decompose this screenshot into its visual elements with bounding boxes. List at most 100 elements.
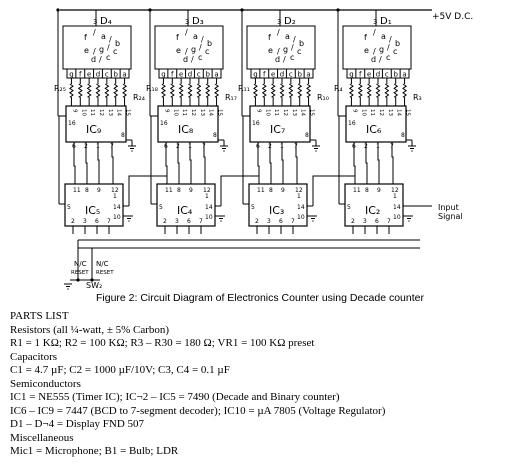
decoder-pin-12: 12 xyxy=(282,109,288,116)
segment-pin-f: f xyxy=(171,71,174,79)
decoder-pin-8: 8 xyxy=(305,132,309,139)
capacitors-heading: Capacitors xyxy=(10,350,58,363)
switch-label: SW₂ xyxy=(86,281,102,290)
decoder-pin-11: 11 xyxy=(369,109,375,116)
counter-pin-9: 9 xyxy=(281,187,285,194)
decoder-pin-13: 13 xyxy=(199,109,205,116)
figure-caption: Figure 2: Circuit Diagram of Electronics… xyxy=(96,292,424,304)
segment-pin-f: f xyxy=(79,71,82,79)
segment-divider: / xyxy=(93,47,96,56)
cascade-wire xyxy=(312,175,356,206)
segment-resistor xyxy=(196,83,202,98)
bcd-wire xyxy=(365,152,368,184)
counter-pin-9: 9 xyxy=(377,187,381,194)
decoder-pin-9: 9 xyxy=(351,109,357,113)
counter-pin-1: 1 xyxy=(297,193,301,200)
display-D₂ xyxy=(246,25,316,70)
decoder-pin-12: 12 xyxy=(98,109,104,116)
decoder-label: IC₆ xyxy=(366,123,382,136)
capacitors-values: C1 = 4.7 µF; C2 = 1000 µF/10V; C3, C4 = … xyxy=(10,364,230,376)
bcd-wire xyxy=(177,152,180,184)
segment-divider: / xyxy=(389,35,392,44)
segment-resistor xyxy=(86,83,92,98)
decoder-pin-13: 13 xyxy=(107,109,113,116)
segment-a: a xyxy=(101,32,106,41)
segment-resistor xyxy=(279,83,285,98)
decoder-pin-16: 16 xyxy=(68,120,76,127)
segment-resistor xyxy=(393,83,399,98)
decoder-pin-9: 9 xyxy=(163,109,169,113)
segment-pin-a: a xyxy=(306,71,310,79)
semiconductors-line-1: IC1 = NE555 (Timer IC); IC¬2 – IC5 = 749… xyxy=(10,391,340,403)
input-label: Input xyxy=(438,203,459,212)
decoder-IC₆ xyxy=(345,105,407,143)
segment-resistor xyxy=(122,83,128,98)
semiconductors-heading: Semiconductors xyxy=(10,377,81,390)
counter-IC₄ xyxy=(156,183,216,227)
counter-pin-1: 1 xyxy=(205,193,209,200)
decoder-IC₈ xyxy=(157,105,219,143)
segment-resistor xyxy=(270,83,276,98)
segment-g: g xyxy=(99,45,104,54)
segment-a: a xyxy=(193,32,198,41)
segment-divider: / xyxy=(283,55,286,64)
segment-pin-d: d xyxy=(280,71,284,79)
semiconductors-line-2: IC6 – IC9 = 7447 (BCD to 7-segment decod… xyxy=(10,404,386,417)
segment-divider: / xyxy=(93,28,96,37)
segment-resistor xyxy=(205,83,211,98)
segment-resistor xyxy=(169,83,175,98)
counter-pin-14: 14 xyxy=(205,204,213,211)
decoder-label: IC₈ xyxy=(178,123,194,136)
segment-divider: / xyxy=(293,35,296,44)
resistors-values: R1 = 1 KΩ; R2 = 100 KΩ; R3 – R30 = 180 Ω… xyxy=(10,337,315,349)
counter-pin-12: 12 xyxy=(111,187,119,194)
decoder-IC₉ xyxy=(65,105,127,143)
segment-pin-d: d xyxy=(96,71,100,79)
segment-c-label: c xyxy=(386,53,390,62)
segment-pin-c: c xyxy=(105,71,109,79)
segment-c-label: c xyxy=(106,53,110,62)
segment-f: f xyxy=(268,33,271,42)
counter-pin-11: 11 xyxy=(73,187,81,194)
resistor-label-left: R₂₅ xyxy=(54,84,66,93)
segment-divider: / xyxy=(185,47,188,56)
counter-pin-14: 14 xyxy=(393,204,401,211)
segment-d: d xyxy=(371,55,376,64)
segment-divider: / xyxy=(199,43,202,52)
resistor-label-left: R₁₈ xyxy=(146,84,158,93)
bcd-wire xyxy=(257,152,260,184)
bcd-wire xyxy=(165,152,168,184)
decoder-pin-11: 11 xyxy=(89,109,95,116)
counter-pin-2: 2 xyxy=(71,218,75,225)
junction-dot xyxy=(76,278,80,282)
counter-pin-1: 1 xyxy=(113,193,117,200)
display-label: D₃ xyxy=(192,16,204,27)
input-label: Signal xyxy=(438,212,463,221)
segment-pin-e: e xyxy=(179,71,183,79)
counter-pin-6: 6 xyxy=(375,218,379,225)
segment-pin-e: e xyxy=(87,71,91,79)
segment-resistor xyxy=(375,83,381,98)
resistor-label-right: R₂₄ xyxy=(133,93,145,102)
counter-pin-8: 8 xyxy=(85,187,89,194)
counter-pin-7: 7 xyxy=(291,218,295,225)
counter-pin-9: 9 xyxy=(97,187,101,194)
decoder-pin-15: 15 xyxy=(309,109,315,116)
display-label: D₄ xyxy=(100,16,112,27)
segment-c: c xyxy=(393,47,397,56)
segment-f: f xyxy=(364,33,367,42)
segment-resistor xyxy=(366,83,372,98)
switch-reset-right: RESET xyxy=(96,270,114,276)
segment-divider: / xyxy=(201,35,204,44)
miscellaneous-values: Mic1 = Microphone; B1 = Bulb; LDR xyxy=(10,445,179,457)
decoder-pin-14: 14 xyxy=(116,109,122,116)
counter-pin-2: 2 xyxy=(351,218,355,225)
segment-e: e xyxy=(176,46,181,55)
bcd-wire xyxy=(377,152,380,184)
segment-g: g xyxy=(379,45,384,54)
counter-pin-12: 12 xyxy=(295,187,303,194)
segment-resistor xyxy=(68,83,74,98)
segment-pin-b: b xyxy=(113,71,118,79)
segment-pin-f: f xyxy=(263,71,266,79)
decoder-pin-10: 10 xyxy=(264,109,270,116)
